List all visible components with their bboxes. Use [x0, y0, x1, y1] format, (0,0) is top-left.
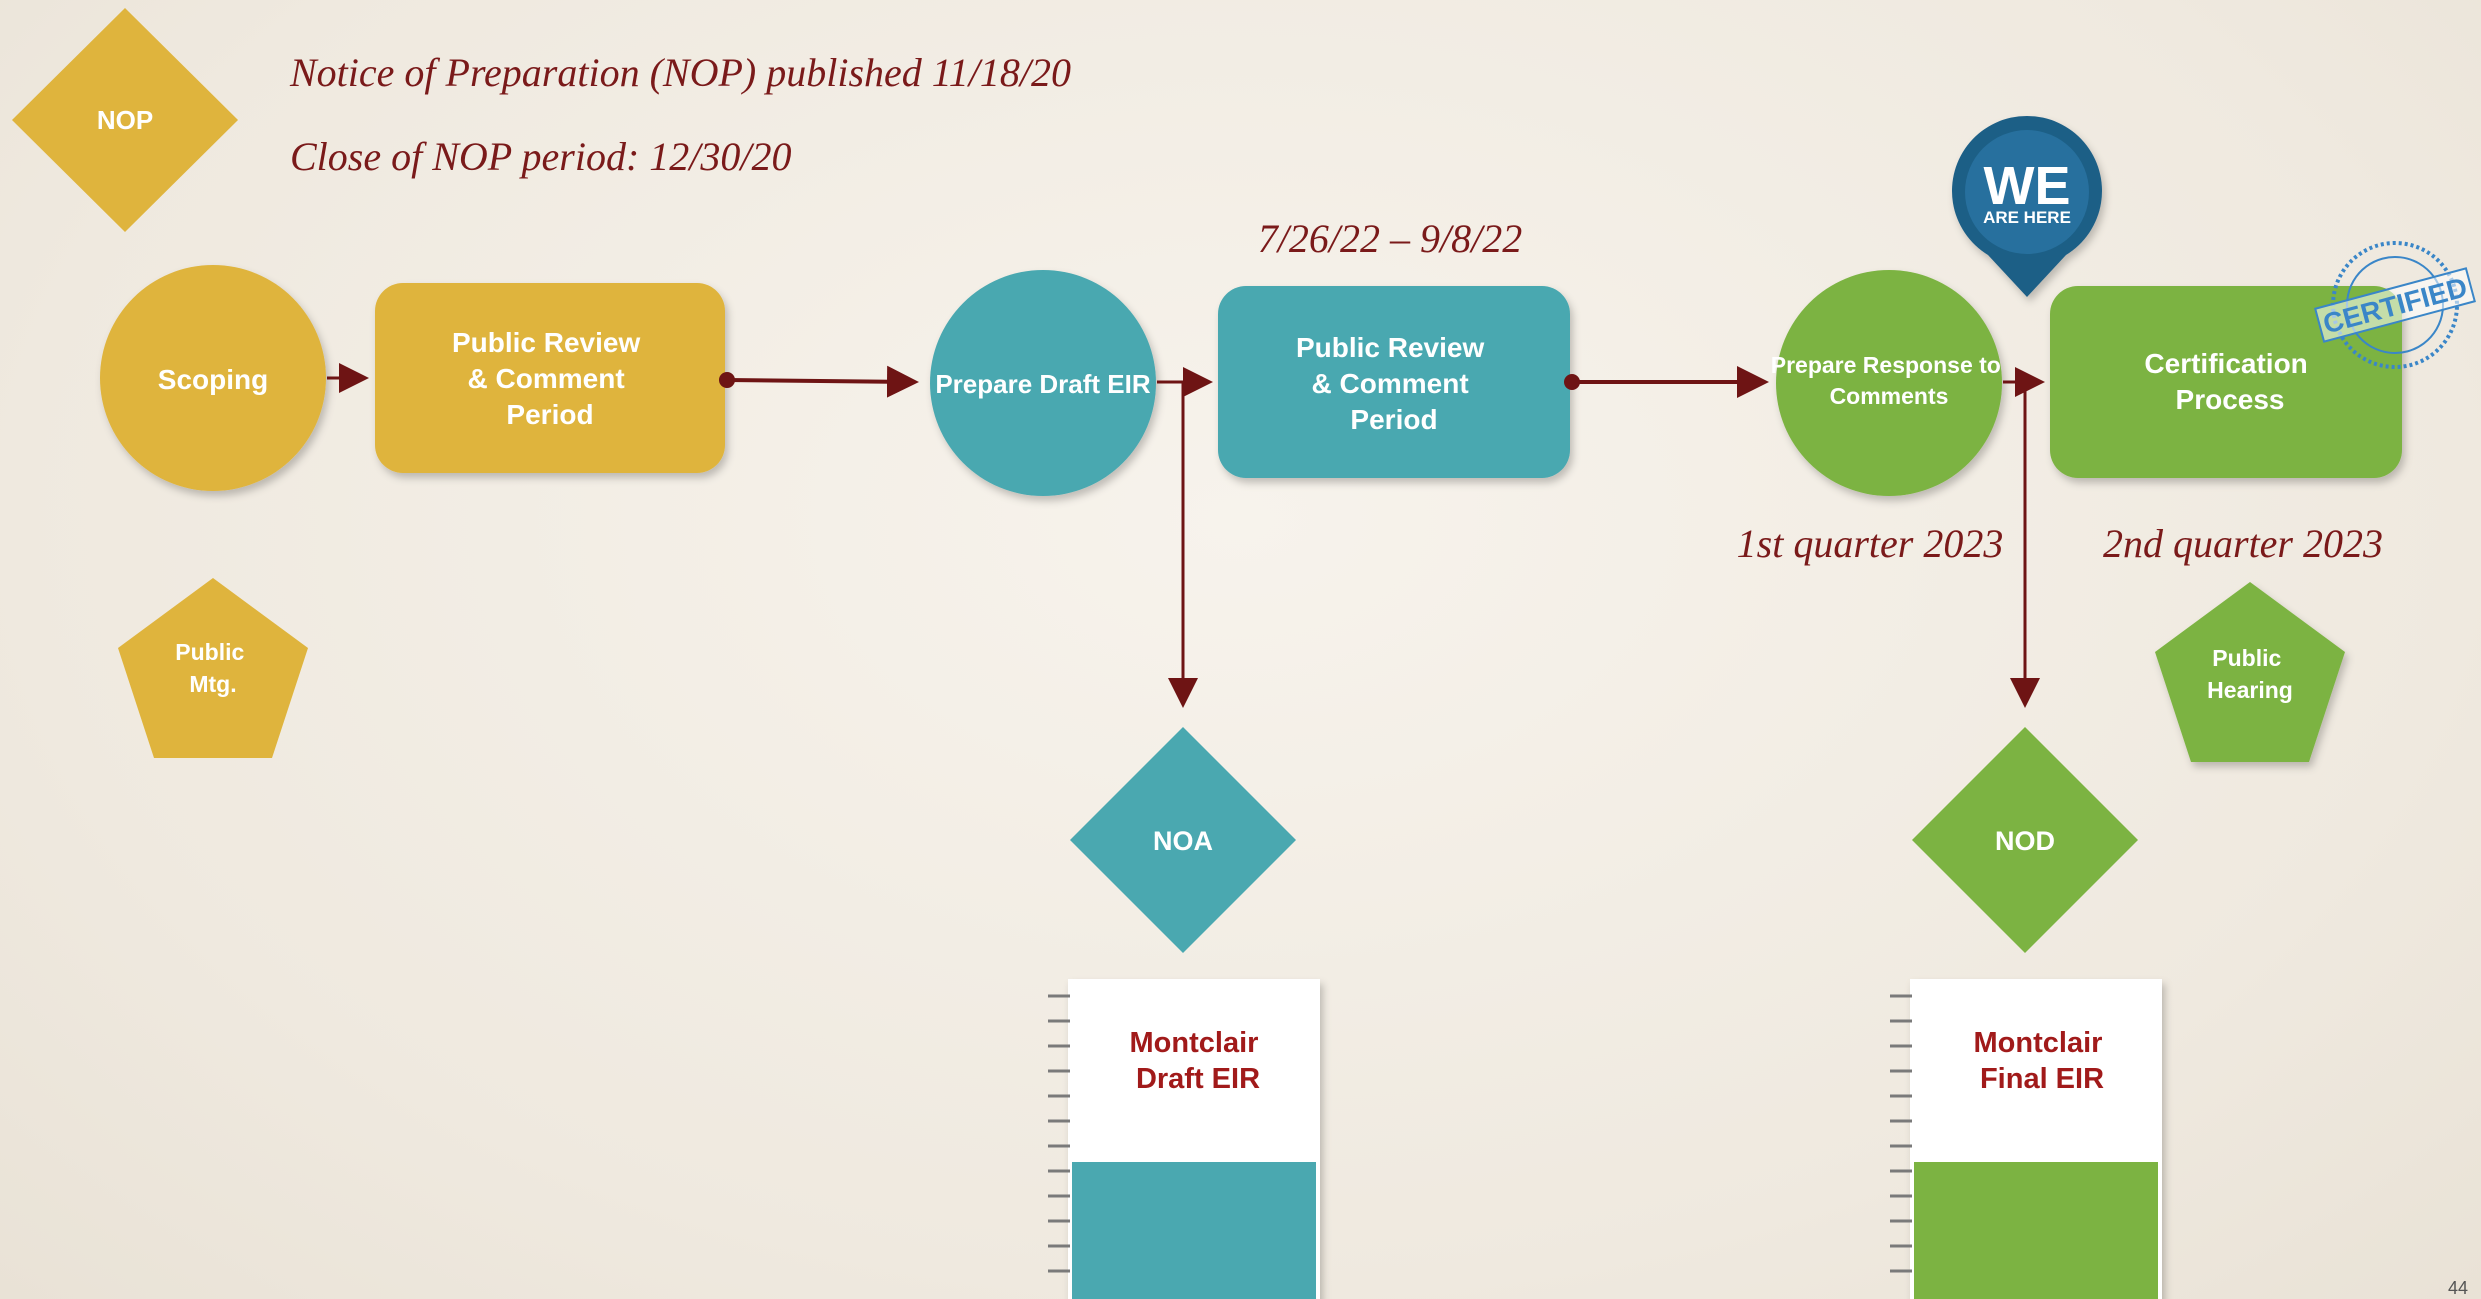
prepare-response-circle: Prepare Response to Comments — [1771, 270, 2007, 496]
pin-are-here-text: ARE HERE — [1983, 208, 2071, 227]
prepare-response-label: Prepare Response to Comments — [1771, 352, 2007, 409]
nop-diamond: NOP — [12, 8, 238, 232]
draft-eir-notebook: Montclair Draft EIR — [1048, 979, 1320, 1299]
q1-date-note: 1st quarter 2023 — [1737, 521, 2004, 566]
spiral-binding-icon — [1890, 994, 1912, 1273]
public-mtg-label: Public Mtg. — [175, 639, 250, 697]
public-review-box-1: Public Review & Comment Period — [375, 283, 725, 473]
nop-published-note: Notice of Preparation (NOP) published 11… — [289, 50, 1071, 95]
scoping-label: Scoping — [158, 364, 268, 395]
public-review-box-2: Public Review & Comment Period — [1218, 286, 1570, 478]
prepare-draft-eir-circle: Prepare Draft EIR — [930, 270, 1156, 496]
we-are-here-pin: WE ARE HERE — [1952, 115, 2102, 297]
draft-eir-title: Montclair Draft EIR — [1130, 1027, 1267, 1095]
noa-label: NOA — [1153, 826, 1213, 856]
page-number: 44 — [2448, 1278, 2468, 1298]
certification-process-label: Certification Process — [2144, 348, 2315, 415]
public-hearing-label: Public Hearing — [2207, 645, 2293, 703]
public-review-1-label: Public Review & Comment Period — [452, 327, 648, 430]
arrow-review-to-draft — [719, 365, 919, 398]
spiral-binding-icon — [1048, 994, 1070, 1273]
public-review-2-label: Public Review & Comment Period — [1296, 332, 1492, 435]
public-mtg-pentagon: Public Mtg. — [118, 578, 308, 758]
pin-we-text: WE — [1984, 156, 2071, 216]
q2-date-note: 2nd quarter 2023 — [2103, 521, 2383, 566]
final-eir-title: Montclair Final EIR — [1974, 1027, 2111, 1095]
review-dates-note: 7/26/22 – 9/8/22 — [1258, 216, 1522, 261]
nop-label: NOP — [97, 105, 153, 135]
scoping-circle: Scoping — [100, 265, 326, 491]
public-hearing-pentagon: Public Hearing — [2155, 582, 2345, 762]
final-eir-notebook: Montclair Final EIR — [1890, 979, 2162, 1299]
prepare-draft-eir-label: Prepare Draft EIR — [935, 369, 1151, 399]
nop-close-note: Close of NOP period: 12/30/20 — [290, 134, 791, 179]
nod-label: NOD — [1995, 826, 2055, 856]
certification-process-box: Certification Process — [2050, 286, 2402, 478]
nod-diamond: NOD — [1912, 727, 2138, 953]
noa-diamond: NOA — [1070, 727, 1296, 953]
